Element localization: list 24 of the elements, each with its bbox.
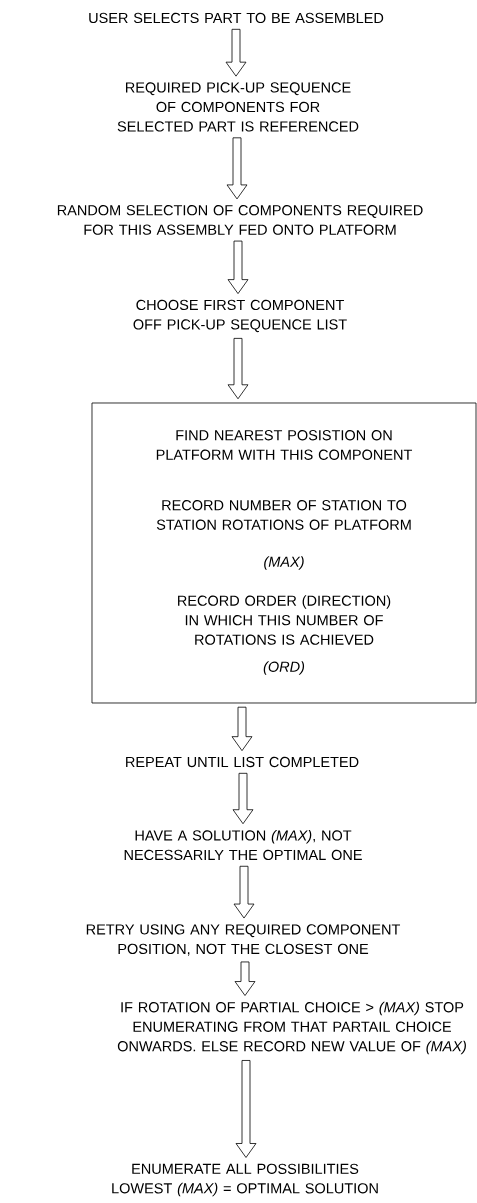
hollow-arrow <box>234 961 256 996</box>
hollow-arrow <box>231 706 253 752</box>
hollow-arrow <box>227 338 249 400</box>
step-text: IF ROTATION OF PARTIAL CHOICE > (MAX) STOP ENUMERATING FROM THAT PARTAIL CHOICE ONWARDS. ELSE RECORD NEW VALUE OF (MAX) <box>117 1001 466 1055</box>
box-text: (ORD) <box>263 661 305 675</box>
hollow-arrow <box>232 772 254 825</box>
box-text: (MAX) <box>264 556 304 570</box>
box-text: RECORD ORDER (DIRECTION) IN WHICH THIS NUMBER OF ROTATIONS IS ACHIEVED <box>178 595 391 645</box>
process-box <box>91 402 477 704</box>
step-text: HAVE A SOLUTION (MAX), NOT NECESSARILY THE OPTIMAL ONE <box>124 829 362 861</box>
hollow-arrow <box>225 28 247 77</box>
hollow-arrow <box>227 240 249 294</box>
box-text: RECORD NUMBER OF STATION TO STATION ROTATIONS OF PLATFORM <box>156 500 411 530</box>
step-text: RETRY USING ANY REQUIRED COMPONENT POSITION, NOT THE CLOSEST ONE <box>86 924 401 956</box>
hollow-arrow <box>233 865 255 919</box>
step-text: REPEAT UNTIL LIST COMPLETED <box>126 756 359 768</box>
step-text: ENUMERATE ALL POSSIBILITIES LOWEST (MAX) = OPTIMAL SOLUTION <box>112 1163 378 1197</box>
step-text: RANDOM SELECTION OF COMPONENTS REQUIRED FOR THIS ASSEMBLY FED ONTO PLATFORM <box>57 205 423 235</box>
box-text: FIND NEAREST POSISTION ON PLATFORM WITH THIS COMPONENT <box>156 430 412 460</box>
hollow-arrow <box>226 137 248 200</box>
step-text: REQUIRED PICK-UP SEQUENCE OF COMPONENTS FOR SELECTED PART IS REFERENCED <box>117 82 359 132</box>
hollow-arrow <box>235 1060 257 1158</box>
step-text: USER SELECTS PART TO BE ASSEMBLED <box>89 12 384 24</box>
step-text: CHOOSE FIRST COMPONENT OFF PICK-UP SEQUENCE LIST <box>133 299 347 333</box>
